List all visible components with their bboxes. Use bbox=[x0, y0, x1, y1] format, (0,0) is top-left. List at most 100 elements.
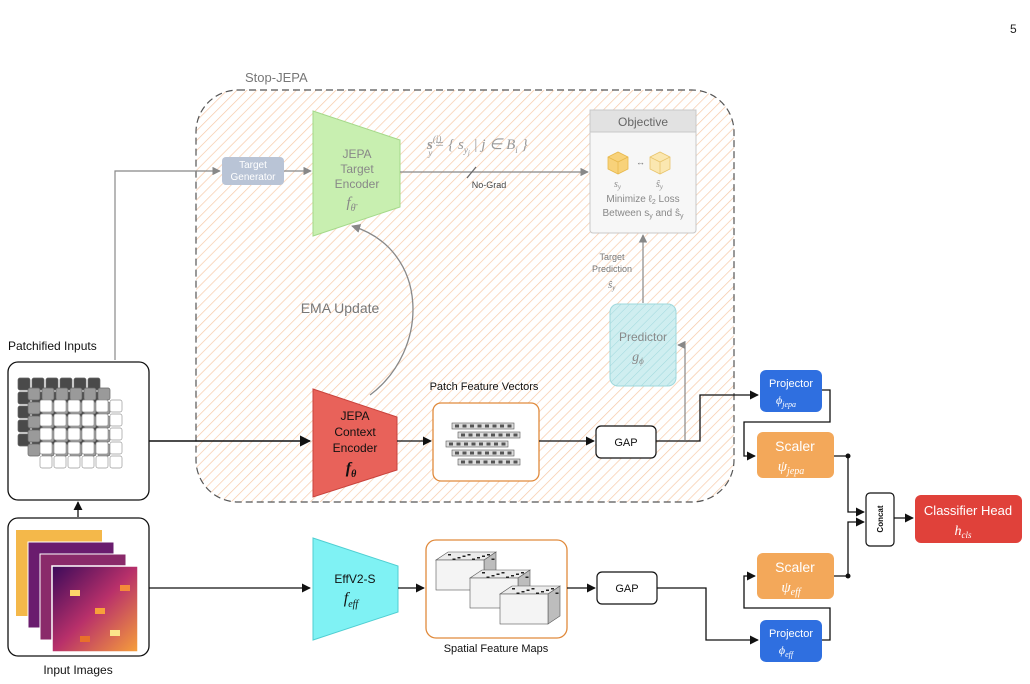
arrow-gap-to-projector-jepa bbox=[656, 390, 759, 442]
feature-map-dot bbox=[531, 588, 535, 590]
feature-vector bbox=[457, 431, 521, 439]
feature-cell bbox=[477, 424, 482, 428]
patch-cell bbox=[95, 413, 109, 427]
arrow-gap-to-projector-eff bbox=[657, 587, 759, 645]
patch-cell bbox=[81, 441, 95, 455]
context-encoder-line3: Encoder bbox=[333, 441, 378, 455]
feature-map-dot bbox=[487, 554, 490, 556]
feature-cell bbox=[470, 424, 474, 428]
svg-text:fθ̄: fθ̄ bbox=[346, 195, 358, 214]
objective-line2-sub: y bbox=[649, 213, 653, 220]
predictor-label: Predictor bbox=[619, 330, 667, 344]
effnet-encoder: EffV2-S feff bbox=[312, 537, 399, 641]
predictor: Predictor gϕ bbox=[609, 303, 677, 387]
classifier-head: Classifier Head hcls bbox=[915, 495, 1022, 543]
patch-feature-vectors bbox=[432, 402, 540, 482]
stop-jepa-label: Stop-JEPA bbox=[245, 70, 308, 85]
patch-cell bbox=[109, 413, 123, 427]
patch-cell bbox=[109, 455, 123, 469]
feature-map-dot bbox=[472, 558, 475, 560]
feature-vector bbox=[445, 440, 509, 448]
projector-jepa-symbol-sub: jepa bbox=[781, 400, 796, 409]
input-images bbox=[7, 517, 150, 657]
feature-map-dot bbox=[541, 591, 544, 593]
patch-cell bbox=[81, 427, 95, 441]
patch-cell bbox=[95, 399, 109, 413]
projector-jepa-label: Projector bbox=[769, 378, 813, 390]
arrow-scaler-jepa-to-concat bbox=[834, 455, 865, 517]
target-generator: Target Generator bbox=[222, 157, 284, 185]
feature-map-dot bbox=[462, 555, 466, 557]
formula-close: } bbox=[518, 137, 528, 153]
patchified-inputs-label: Patchified Inputs bbox=[8, 339, 97, 353]
patch-cell bbox=[39, 441, 53, 455]
feature-cell bbox=[506, 433, 510, 437]
target-encoder-line2: Target bbox=[340, 162, 374, 176]
heat-spot bbox=[80, 636, 90, 642]
feature-cell bbox=[500, 424, 504, 428]
feature-cell bbox=[491, 433, 495, 437]
feature-cell bbox=[449, 442, 453, 446]
effnet-symbol-sub: eff bbox=[348, 599, 359, 610]
patch-features-label: Patch Feature Vectors bbox=[430, 381, 539, 393]
formula-tail: | j ∈ B bbox=[470, 137, 516, 153]
patch-cell bbox=[27, 443, 41, 457]
target-encoder-line3: Encoder bbox=[335, 177, 380, 191]
feature-cell bbox=[462, 424, 467, 428]
feature-map-dot bbox=[516, 592, 520, 594]
patch-cell bbox=[95, 441, 109, 455]
classifier-label: Classifier Head bbox=[924, 503, 1012, 518]
scaler-eff-symbol-sub: eff bbox=[791, 587, 802, 598]
feature-cell bbox=[461, 433, 465, 437]
context-encoder-line1: JEPA bbox=[340, 409, 369, 423]
feature-cell bbox=[492, 451, 497, 455]
objective-right-symbol: ŝ bbox=[656, 179, 660, 190]
patch-cell bbox=[27, 387, 41, 401]
target-prediction-line1: Target bbox=[599, 252, 625, 262]
feature-cell bbox=[476, 460, 480, 464]
feature-cell bbox=[483, 460, 488, 464]
feature-cell bbox=[506, 460, 510, 464]
svg-text:gϕ: gϕ bbox=[632, 350, 644, 366]
feature-map-dot bbox=[496, 573, 500, 575]
objective-left-symbol: s bbox=[614, 179, 618, 190]
target-set-formula: s(i)y= { syj | j ∈ Bi } bbox=[426, 134, 528, 158]
formula-sub1: y bbox=[427, 148, 432, 158]
patch-cell bbox=[67, 399, 81, 413]
objective-line1-sub: 2 bbox=[652, 199, 656, 206]
svg-text:feff: feff bbox=[344, 590, 360, 610]
no-grad-tick bbox=[466, 166, 477, 179]
target-generator-line2: Generator bbox=[230, 172, 276, 183]
projector-jepa-symbol: ϕ bbox=[776, 393, 782, 407]
patch-cell bbox=[95, 427, 109, 441]
patch-cell bbox=[39, 455, 53, 469]
feature-map-dot bbox=[511, 575, 514, 577]
gap-top-label: GAP bbox=[614, 437, 637, 449]
patch-cell bbox=[39, 399, 53, 413]
feature-map-dot bbox=[551, 588, 554, 590]
feature-vector bbox=[457, 458, 521, 466]
effnet-label: EffV2-S bbox=[334, 572, 375, 586]
formula-sup: (i) bbox=[433, 134, 442, 144]
feature-vector bbox=[451, 449, 515, 457]
target-encoder: JEPA Target Encoder fθ̄ bbox=[312, 110, 401, 237]
objective-line2: Between s bbox=[603, 208, 650, 219]
feature-cell bbox=[483, 433, 488, 437]
feature-map-front bbox=[499, 593, 549, 625]
target-encoder-line1: JEPA bbox=[342, 147, 371, 161]
feature-map-dot bbox=[482, 572, 485, 574]
scaler-eff: Scaler ψeff bbox=[757, 553, 834, 599]
double-arrow-icon: ↔ bbox=[636, 157, 645, 167]
scaler-jepa-label: Scaler bbox=[775, 438, 815, 454]
feature-map-dot bbox=[516, 573, 519, 575]
patch-cell bbox=[67, 441, 81, 455]
feature-cell bbox=[485, 424, 489, 428]
feature-cell bbox=[456, 442, 461, 446]
projector-eff-symbol: ϕ bbox=[779, 643, 785, 657]
context-encoder-symbol-sub: θ bbox=[351, 469, 357, 480]
spatial-maps-label: Spatial Feature Maps bbox=[444, 643, 549, 655]
target-prediction-symbol: ŝ bbox=[608, 279, 613, 291]
patch-cell bbox=[27, 401, 41, 415]
formula-sub2b: j bbox=[467, 149, 470, 157]
target-prediction-line2: Prediction bbox=[592, 264, 632, 274]
